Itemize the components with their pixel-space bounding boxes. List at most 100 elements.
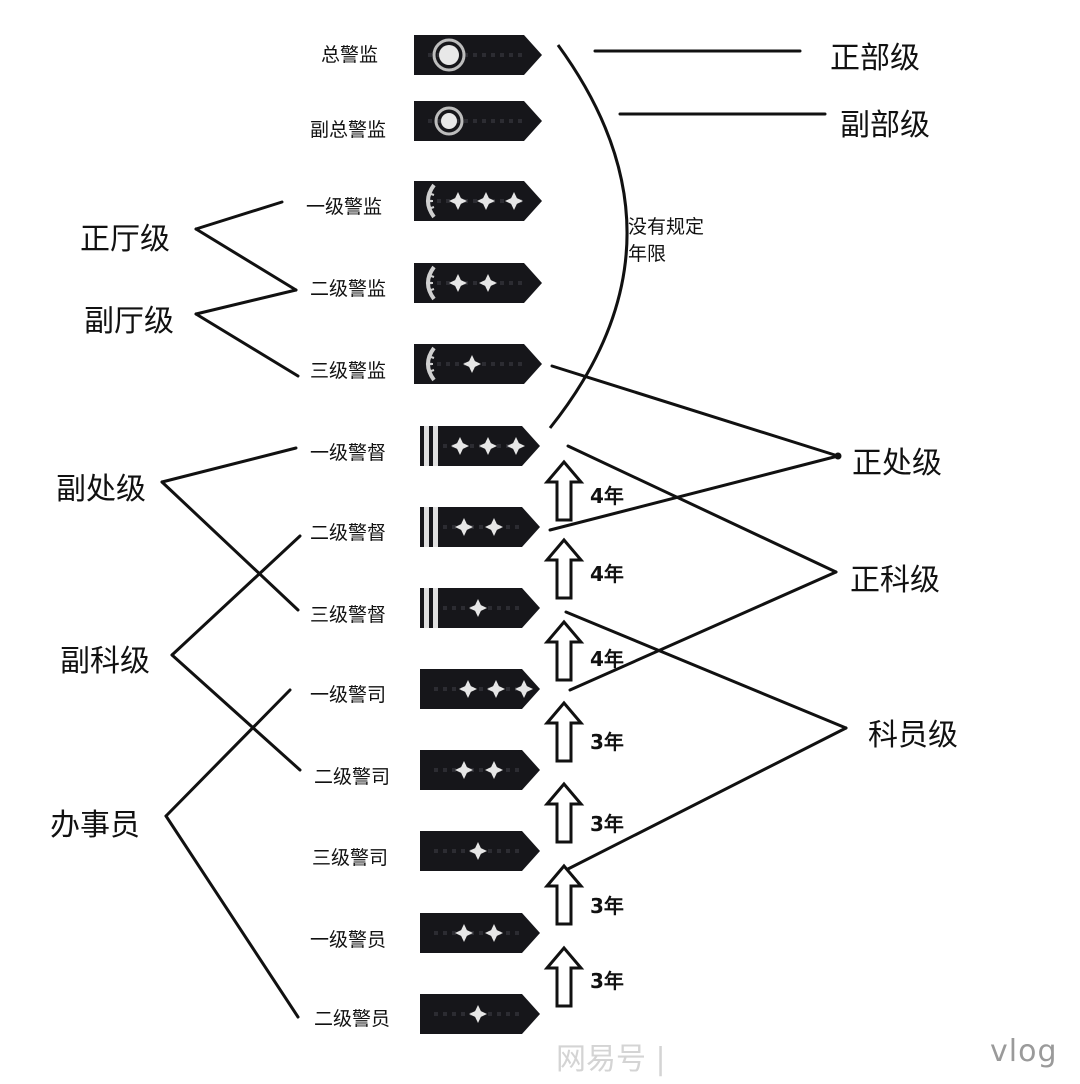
epaulette-texture — [497, 849, 501, 853]
up-arrow-icon — [543, 459, 585, 522]
epaulette-texture — [500, 119, 504, 123]
epaulette-texture — [488, 606, 492, 610]
epaulette-texture — [434, 931, 438, 935]
epaulette-texture — [500, 281, 504, 285]
rank-label-12: 一级警员 — [310, 929, 387, 951]
epaulette-texture — [515, 606, 519, 610]
star-icon — [479, 274, 497, 292]
line-futing-1 — [194, 288, 298, 316]
epaulette-texture — [461, 849, 465, 853]
note-line-1: 没有规定 — [628, 216, 705, 238]
star-icon — [449, 192, 467, 210]
line-zhengchu-2 — [548, 454, 840, 532]
star-icon — [515, 680, 533, 698]
rank-label-5: 三级警监 — [310, 360, 387, 382]
epaulette-texture — [446, 199, 450, 203]
epaulette-12 — [420, 913, 540, 953]
star-icon — [469, 842, 487, 860]
years-label-1: 4年 — [590, 484, 624, 508]
rank-label-7: 二级警督 — [310, 522, 387, 544]
star-icon — [487, 680, 505, 698]
epaulette-texture — [506, 525, 510, 529]
watermark: 网易号 | — [556, 1042, 666, 1077]
epaulette-texture — [434, 1012, 438, 1016]
epaulette-texture — [479, 931, 483, 935]
epaulette-texture — [452, 1012, 456, 1016]
group-label-zhengke: 正科级 — [850, 563, 940, 598]
epaulette-13 — [420, 994, 540, 1034]
epaulette-texture — [506, 849, 510, 853]
star-icon — [505, 192, 523, 210]
up-arrow-icon — [543, 619, 585, 682]
epaulette-texture — [488, 849, 492, 853]
epaulette-texture — [500, 362, 504, 366]
wreath-icon — [434, 106, 464, 136]
rank-label-2: 副总警监 — [310, 119, 387, 141]
star-icon — [485, 518, 503, 536]
group-label-fubu: 副部级 — [840, 108, 930, 143]
wreath-icon — [432, 38, 466, 72]
epaulette-texture — [470, 444, 474, 448]
epaulette-texture — [452, 687, 456, 691]
epaulette-texture — [497, 444, 501, 448]
rank-label-3: 一级警监 — [306, 196, 383, 218]
epaulette-9 — [420, 669, 540, 709]
star-icon — [469, 1005, 487, 1023]
group-label-zhengbu: 正部级 — [830, 41, 920, 76]
line-zhengting-1 — [194, 200, 284, 231]
epaulette-texture — [452, 606, 456, 610]
epaulette-texture — [443, 768, 447, 772]
epaulette-texture — [434, 768, 438, 772]
epaulette-texture — [506, 931, 510, 935]
line-fuke-1 — [170, 534, 302, 657]
epaulette-texture — [437, 281, 441, 285]
epaulette-texture — [479, 768, 483, 772]
star-icon — [451, 437, 469, 455]
star-icon — [477, 192, 495, 210]
star-icon — [455, 924, 473, 942]
epaulette-texture — [518, 281, 522, 285]
group-label-fuchu: 副处级 — [56, 472, 146, 507]
epaulette-texture — [491, 119, 495, 123]
star-icon — [459, 680, 477, 698]
line-fuke-2 — [170, 653, 302, 772]
epaulette-texture — [473, 119, 477, 123]
bar-icon — [433, 426, 438, 466]
epaulette-texture — [515, 931, 519, 935]
epaulette-texture — [464, 119, 468, 123]
epaulette-texture — [488, 1012, 492, 1016]
epaulette-texture — [515, 849, 519, 853]
olive-leaf-icon — [426, 355, 435, 373]
epaulette-texture — [500, 53, 504, 57]
star-icon — [449, 274, 467, 292]
epaulette-texture — [437, 362, 441, 366]
epaulette-texture — [428, 53, 432, 57]
epaulette-7 — [420, 507, 540, 547]
epaulette-texture — [473, 199, 477, 203]
epaulette-2 — [414, 101, 542, 141]
epaulette-texture — [473, 281, 477, 285]
group-label-zhengting: 正厅级 — [80, 222, 170, 257]
epaulette-texture — [443, 606, 447, 610]
epaulette-texture — [515, 1012, 519, 1016]
epaulette-texture — [428, 119, 432, 123]
years-label-5: 3年 — [590, 812, 624, 836]
epaulette-texture — [497, 606, 501, 610]
epaulette-texture — [515, 768, 519, 772]
epaulette-texture — [461, 606, 465, 610]
rank-label-4: 二级警监 — [310, 278, 387, 300]
epaulette-texture — [509, 281, 513, 285]
line-banshiyuan-1 — [164, 688, 292, 818]
epaulette-texture — [434, 687, 438, 691]
epaulette-texture — [506, 687, 510, 691]
line-zhengke-1 — [566, 444, 838, 574]
epaulette-texture — [443, 525, 447, 529]
group-label-banshiyuan: 办事员 — [50, 808, 140, 843]
epaulette-texture — [482, 362, 486, 366]
epaulette-texture — [446, 362, 450, 366]
olive-leaf-icon — [426, 192, 435, 210]
watermark-right: vlog — [990, 1034, 1058, 1069]
years-label-2: 4年 — [590, 562, 624, 586]
epaulette-5 — [414, 344, 542, 384]
